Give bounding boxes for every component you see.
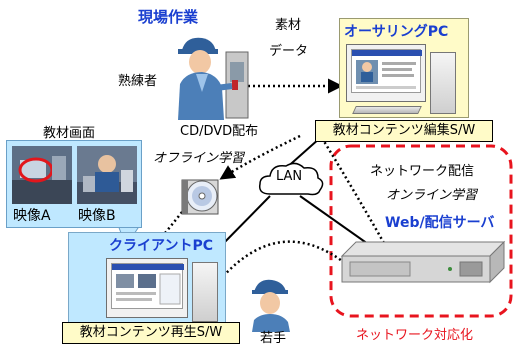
client-pc-title: クライアントPC (109, 238, 213, 254)
content-editor-sw-caption: 教材コンテンツ編集S/W (315, 120, 493, 142)
video-a-label: 映像A (13, 208, 51, 224)
material-screen-callout: 映像A 映像B (6, 140, 142, 228)
video-a-thumbnail (12, 146, 72, 204)
video-b-label: 映像B (78, 208, 116, 224)
material-data-label-1: 素材 (275, 18, 302, 33)
lan-cloud-icon (258, 162, 324, 196)
web-server-title: Web/配信サーバ (385, 215, 495, 231)
authoring-keyboard (352, 106, 422, 114)
expert-worker-icon (178, 37, 249, 120)
online-delivery-arrow (208, 240, 361, 295)
authoring-pc-title: オーサリングPC (344, 24, 449, 40)
offline-learning-label: オフライン学習 (153, 151, 245, 166)
content-player-sw-caption: 教材コンテンツ再生S/W (62, 322, 240, 344)
cd-distribution-arrow (219, 134, 301, 180)
client-monitor (106, 258, 188, 318)
lan-label: LAN (276, 169, 303, 184)
authoring-tower (430, 52, 456, 114)
material-screen-label: 教材画面 (43, 126, 96, 141)
network-delivery-label: ネットワーク配信 (370, 164, 475, 179)
client-tower (192, 262, 218, 322)
network-support-label: ネットワーク対応化 (356, 328, 474, 343)
cd-dvd-label: CD/DVD配布 (180, 124, 259, 139)
material-data-label-2: データ (269, 44, 309, 59)
authoring-monitor (346, 44, 426, 102)
online-learning-label: オンライン学習 (386, 188, 478, 203)
web-server-icon (340, 240, 506, 284)
cd-dvd-icon (181, 179, 219, 215)
authoring-screen-content-icon (352, 50, 422, 89)
offline-learning-arrow (137, 211, 183, 265)
young-worker-label: 若手 (260, 331, 287, 346)
video-b-thumbnail (77, 146, 137, 204)
on-site-work-title: 現場作業 (138, 8, 199, 26)
client-screen-content-icon (112, 264, 184, 305)
expert-label: 熟練者 (118, 74, 158, 89)
young-worker-icon (252, 279, 290, 332)
